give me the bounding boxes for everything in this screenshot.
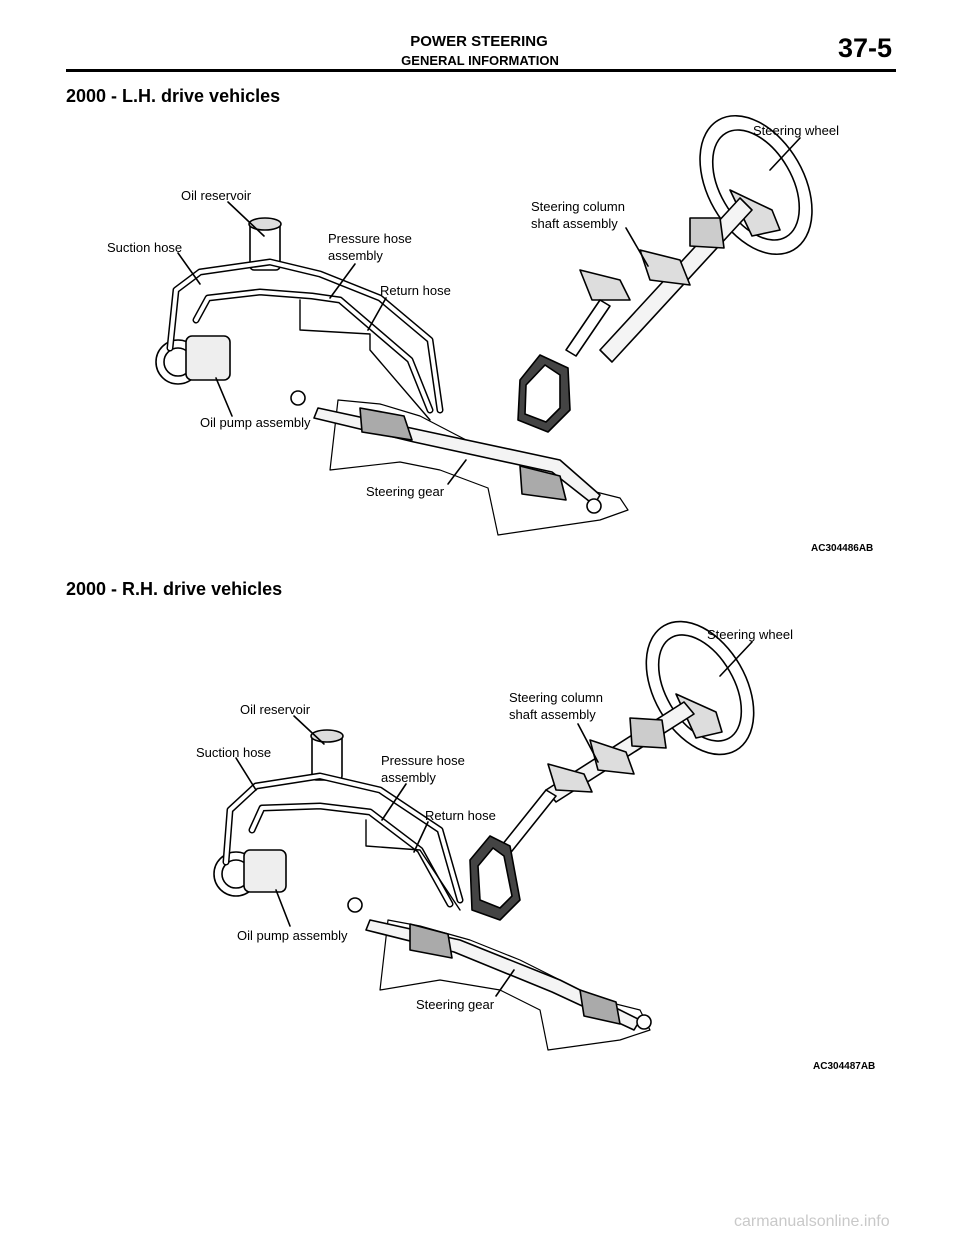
label-pressure-hose-line2: assembly xyxy=(328,248,383,263)
label-steering-gear-2: Steering gear xyxy=(416,997,495,1012)
label-steering-column-line2: shaft assembly xyxy=(531,216,618,231)
label-suction-hose-2: Suction hose xyxy=(196,745,272,760)
label-oil-pump: Oil pump assembly xyxy=(200,415,311,430)
leader-oil-reservoir-2 xyxy=(293,715,325,745)
leader-steering-wheel-2 xyxy=(719,641,753,677)
section-subtitle: GENERAL INFORMATION xyxy=(401,53,559,68)
leader-return-hose xyxy=(367,297,387,331)
label-suction-hose: Suction hose xyxy=(107,240,183,255)
label-steering-wheel: Steering wheel xyxy=(753,123,839,138)
label-return-hose-2: Return hose xyxy=(425,808,496,823)
leader-pressure-hose-2 xyxy=(381,783,407,821)
leader-steering-gear-2 xyxy=(495,969,515,997)
label-pressure-hose-2-line1: Pressure hose xyxy=(381,753,465,768)
label-return-hose: Return hose xyxy=(380,283,451,298)
leader-steering-wheel xyxy=(769,137,801,171)
watermark: carmanualsonline.info xyxy=(734,1213,890,1230)
label-oil-reservoir: Oil reservoir xyxy=(181,188,252,203)
figure-1-id: AC304486AB xyxy=(811,543,874,554)
page-number: 37-5 xyxy=(838,33,893,63)
label-steering-wheel-2: Steering wheel xyxy=(707,627,793,642)
leader-steering-gear xyxy=(447,459,467,485)
leader-suction-hose-2 xyxy=(235,757,257,791)
steering-wheel-rim xyxy=(699,114,813,256)
label-oil-pump-2: Oil pump assembly xyxy=(237,928,348,943)
leader-oil-reservoir xyxy=(227,201,265,237)
label-steering-column-line1: Steering column xyxy=(531,199,625,214)
label-steering-column-2-line2: shaft assembly xyxy=(509,707,596,722)
steering-wheel-rim-2 xyxy=(645,620,755,756)
header-rule xyxy=(66,69,896,72)
leader-steering-column-2 xyxy=(577,723,599,763)
figure-2-id: AC304487AB xyxy=(813,1061,876,1072)
figure-1-heading: 2000 - L.H. drive vehicles xyxy=(66,86,281,106)
leader-return-hose-2 xyxy=(413,821,429,853)
leader-oil-pump-2 xyxy=(275,889,291,927)
section-title: POWER STEERING xyxy=(410,33,548,50)
leader-steering-column xyxy=(625,227,649,267)
label-pressure-hose-line1: Pressure hose xyxy=(328,231,412,246)
figure-2-heading: 2000 - R.H. drive vehicles xyxy=(66,579,283,599)
label-steering-gear: Steering gear xyxy=(366,484,445,499)
leader-suction-hose xyxy=(177,252,201,285)
leader-pressure-hose xyxy=(329,263,356,299)
label-oil-reservoir-2: Oil reservoir xyxy=(240,702,311,717)
leader-oil-pump xyxy=(215,377,233,417)
label-pressure-hose-2-line2: assembly xyxy=(381,770,436,785)
label-steering-column-2-line1: Steering column xyxy=(509,690,603,705)
